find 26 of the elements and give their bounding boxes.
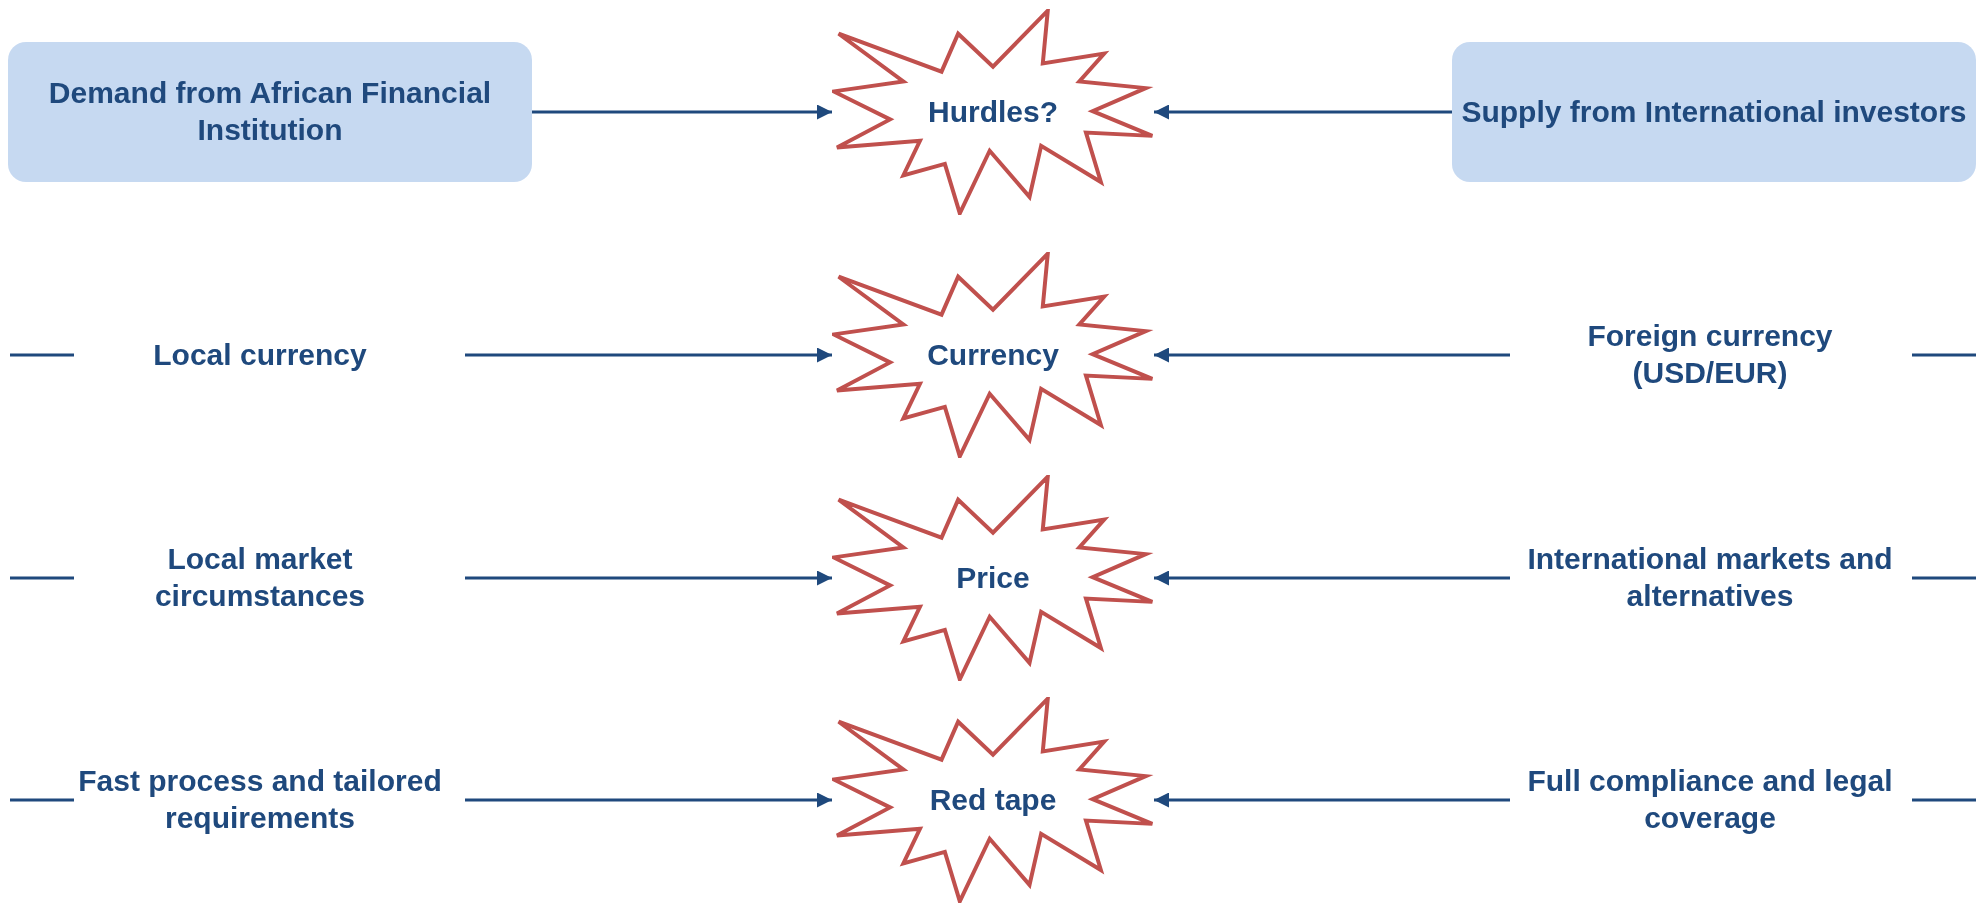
label-text: Local market circumstances: [153, 541, 367, 614]
label-text: International markets and alternatives: [1526, 541, 1894, 614]
arrow: [1154, 347, 1510, 363]
box-label: Supply from International investors: [1460, 93, 1968, 130]
label-text: Local currency: [152, 336, 368, 373]
label-text: Full compliance and legal coverage: [1526, 763, 1894, 836]
box-label: Demand from African Financial Institution: [47, 75, 493, 148]
arrow: [1154, 792, 1510, 808]
hurdle-label: Hurdles?: [927, 93, 1059, 130]
starburst-shape: [832, 697, 1154, 903]
hurdle-label: Price: [955, 559, 1031, 596]
label-text: Foreign currency (USD/EUR): [1586, 318, 1834, 391]
rounded-box: [1452, 42, 1976, 182]
rounded-box: [8, 42, 532, 182]
hurdle-label: Currency: [926, 336, 1060, 373]
arrow: [465, 570, 832, 586]
label-text: Fast process and tailored requirements: [77, 763, 443, 836]
arrow: [1154, 570, 1510, 586]
hurdle-label: Red tape: [928, 781, 1058, 818]
arrow: [532, 104, 832, 120]
starburst-shape: [832, 9, 1154, 215]
arrow: [465, 347, 832, 363]
starburst-shape: [832, 475, 1154, 681]
starburst-shape: [832, 252, 1154, 458]
arrow: [1154, 104, 1452, 120]
arrow: [465, 792, 832, 808]
